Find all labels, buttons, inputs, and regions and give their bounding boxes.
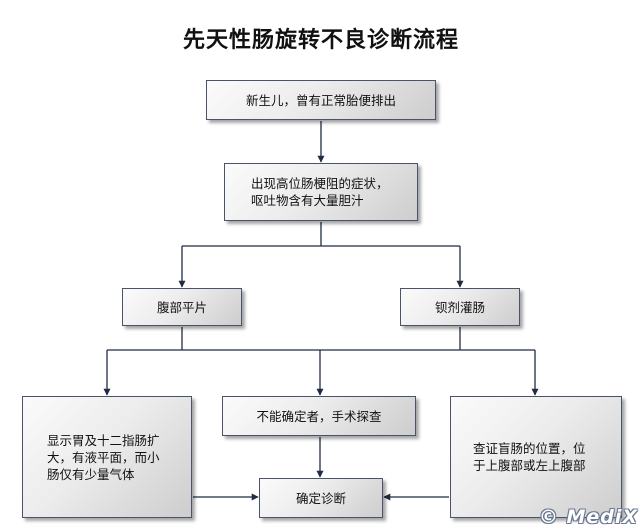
node-barium-enema-label: 钡剂灌肠 — [434, 299, 485, 315]
node-xray-finding-label: 显示胃及十二指肠扩 大，有液平面，而小 肠仅有少量气体 — [47, 432, 160, 482]
node-diagnosis-label: 确定诊断 — [295, 490, 346, 506]
node-surgery: 不能确定者，手术探查 — [222, 396, 416, 436]
node-surgery-label: 不能确定者，手术探查 — [256, 408, 382, 424]
node-abdominal-xray-label: 腹部平片 — [156, 299, 207, 315]
node-abdominal-xray: 腹部平片 — [122, 288, 242, 326]
node-newborn-label: 新生儿，曾有正常胎便排出 — [245, 92, 396, 108]
node-cecum-position-label: 查证盲肠的位置，位 于上腹部或左上腹部 — [473, 441, 586, 473]
watermark: © MediX — [538, 506, 638, 528]
node-newborn: 新生儿，曾有正常胎便排出 — [206, 80, 436, 120]
node-symptoms: 出现高位肠梗阻的症状， 呕吐物含有大量胆汁 — [224, 163, 418, 221]
node-cecum-position: 查证盲肠的位置，位 于上腹部或左上腹部 — [450, 396, 622, 518]
page-title: 先天性肠旋转不良诊断流程 — [182, 27, 459, 53]
node-symptoms-label: 出现高位肠梗阻的症状， 呕吐物含有大量胆汁 — [251, 176, 389, 208]
node-xray-finding: 显示胃及十二指肠扩 大，有液平面，而小 肠仅有少量气体 — [22, 396, 192, 518]
node-barium-enema: 钡剂灌肠 — [400, 288, 520, 326]
node-diagnosis: 确定诊断 — [259, 478, 383, 518]
